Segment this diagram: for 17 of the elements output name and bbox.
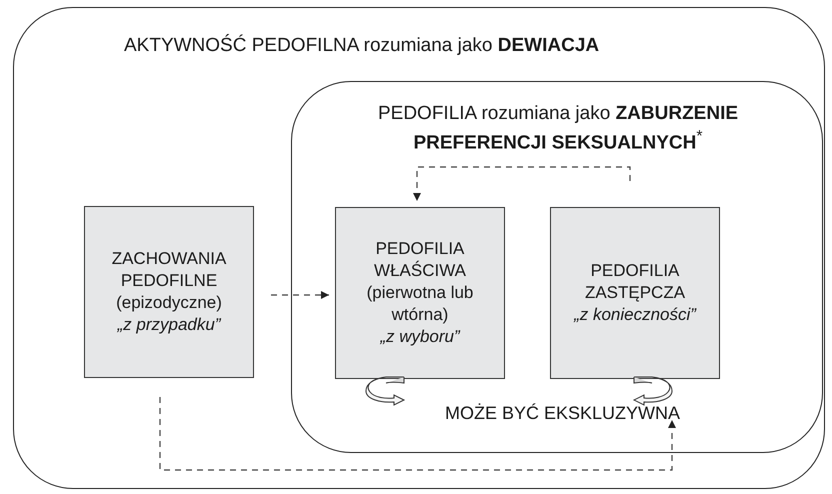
dashed-arrow bbox=[159, 397, 676, 471]
rounded-frame bbox=[13, 7, 825, 489]
category-box bbox=[550, 207, 720, 379]
category-box bbox=[84, 206, 254, 378]
quoted-note: „z przypadku” bbox=[118, 314, 220, 336]
category-label: PEDOFILIA WŁAŚCIWA (pierwotna lub wtórna) bbox=[366, 238, 474, 326]
frame-title: AKTYWNOŚĆ PEDOFILNA rozumiana jako DEWIACJA bbox=[124, 34, 600, 58]
quoted-note: „z konieczności” bbox=[574, 304, 696, 326]
rounded-frame bbox=[291, 81, 823, 453]
dashed-arrow bbox=[413, 166, 631, 201]
category-label: ZACHOWANIA PEDOFILNE (epizodyczne) bbox=[110, 248, 228, 314]
dashed-arrow bbox=[271, 291, 329, 299]
note-text: MOŻE BYĆ EKSKLUZYWNA bbox=[382, 400, 680, 426]
category-box bbox=[335, 207, 505, 379]
frame-title: PEDOFILIA rozumiana jako ZABURZENIE PREFERENCJI SEKSUALNYCH$^{*}$ bbox=[376, 102, 740, 156]
category-label: PEDOFILIA ZASTĘPCZA bbox=[584, 260, 686, 304]
quoted-note: „z wyboru” bbox=[380, 326, 460, 348]
